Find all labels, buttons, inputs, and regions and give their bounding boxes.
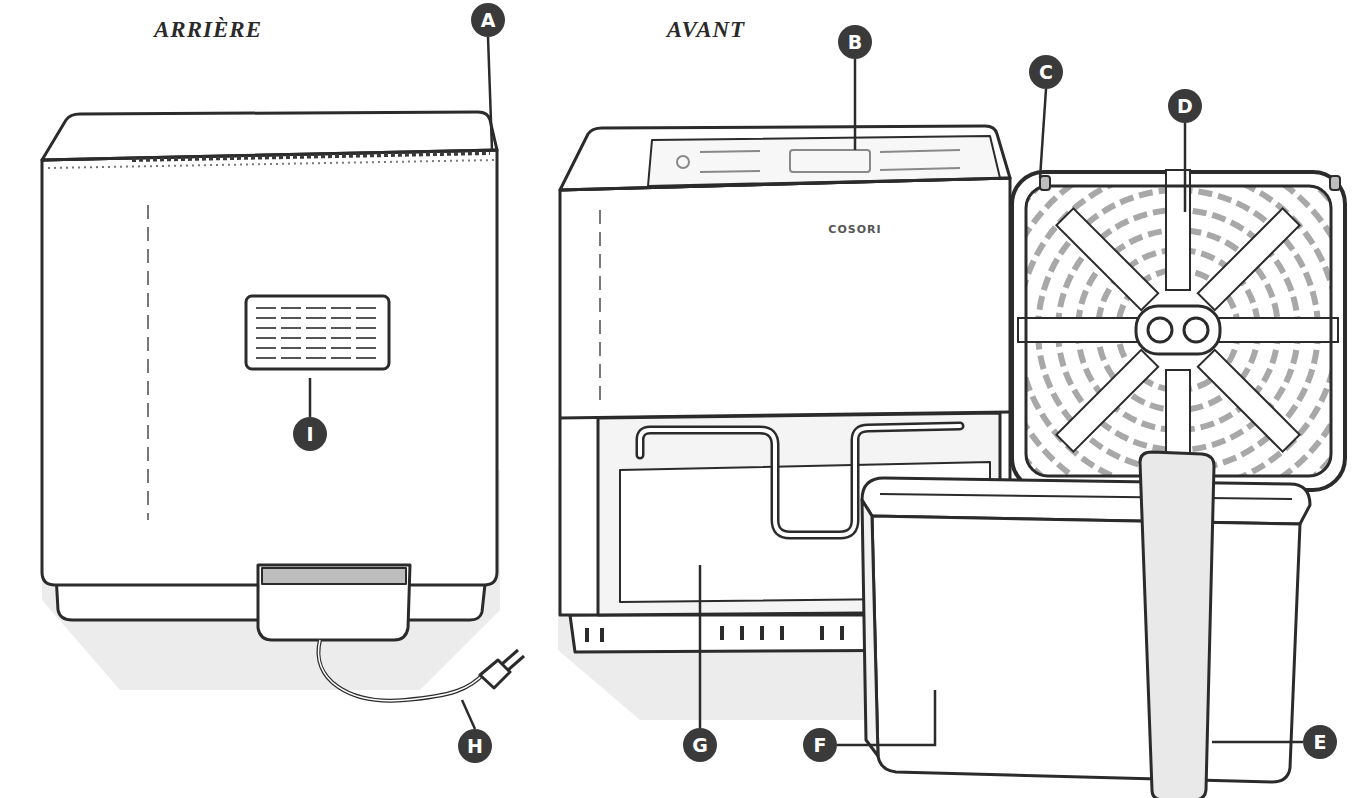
- plate-perforation: [1026, 186, 1331, 476]
- leader-lines: [309, 378, 312, 417]
- leader-lines: [854, 59, 857, 150]
- leader-lines: [1184, 123, 1187, 212]
- back-top: [42, 112, 497, 160]
- base-slots: [760, 626, 764, 640]
- vent-slots: [256, 308, 380, 358]
- basket-side: [862, 500, 878, 756]
- panel-edge: [560, 178, 1010, 190]
- plate-spokes: [1166, 170, 1190, 290]
- basket-inner: [880, 494, 1292, 499]
- callout-letter: G: [683, 728, 717, 762]
- plate-perforation: [1026, 186, 1331, 476]
- top-vent-dots: [48, 160, 495, 168]
- base-slots: [780, 626, 784, 640]
- power-cord-inner: [318, 640, 485, 701]
- plate-spokes: [1218, 318, 1338, 342]
- plug-grip: [262, 568, 406, 584]
- crisper-plate: [1026, 186, 1331, 476]
- leader-lines: [699, 565, 702, 728]
- vent-slots: [256, 347, 380, 349]
- panel-display: [677, 150, 960, 172]
- base-slots: [585, 628, 589, 642]
- leader-lines: [488, 37, 492, 150]
- callout-letter: A: [471, 3, 505, 37]
- back-edge: [42, 150, 497, 160]
- basket-handle: [1140, 452, 1214, 798]
- base-slots: [600, 628, 604, 642]
- back-body: [42, 150, 497, 585]
- plate-spokes: [1198, 350, 1300, 452]
- plate-spokes: [1018, 318, 1138, 342]
- crisper-plate: [1040, 176, 1050, 190]
- leader-lines: [310, 37, 1303, 745]
- panel-display: [880, 150, 960, 152]
- leader-lines: [462, 700, 475, 729]
- callout-letter: F: [803, 728, 837, 762]
- vent-slots: [256, 307, 380, 309]
- crisper-plate: [1184, 318, 1208, 342]
- panel-display: [790, 150, 870, 172]
- callout-letter: H: [458, 729, 492, 763]
- base-slots: [820, 626, 824, 640]
- brand-name: COSORI: [828, 223, 881, 236]
- vent-slots: [256, 327, 380, 329]
- leader-lines: [1212, 741, 1303, 744]
- plate-spokes: [1018, 170, 1338, 490]
- front-top: [560, 126, 1010, 190]
- base-slots: [720, 626, 724, 640]
- vent-slots: [256, 357, 380, 359]
- base-slots: [585, 626, 844, 642]
- top-vent-holes: [132, 153, 490, 160]
- vent-slots: [256, 317, 380, 319]
- leader-lines: [837, 690, 935, 745]
- view-heading: AVANT: [667, 17, 745, 43]
- plate-perforation: [1026, 186, 1331, 476]
- crisper-plate: [1148, 318, 1172, 342]
- callout-letter: B: [838, 25, 872, 59]
- callout-letter: C: [1029, 55, 1063, 89]
- leader-lines: [1040, 89, 1046, 178]
- back-unit: [42, 112, 524, 701]
- view-heading: ARRIÈRE: [154, 17, 262, 43]
- crisper-plate: [1136, 306, 1220, 354]
- power-plug: [480, 660, 510, 688]
- rear-vent: [246, 296, 389, 369]
- plate-spokes: [1198, 208, 1300, 310]
- base-slots: [840, 626, 844, 640]
- top-vent-holes: [132, 153, 490, 160]
- panel-display: [677, 156, 689, 168]
- top-vent-dots: [48, 160, 495, 168]
- plate-spokes: [1056, 208, 1158, 310]
- crisper-plate: [1330, 176, 1340, 190]
- plate-perforation: [1026, 186, 1331, 476]
- vent-slots: [256, 337, 380, 339]
- side-seam: [599, 210, 601, 400]
- callout-letter: E: [1303, 725, 1337, 759]
- callout-letter: D: [1168, 89, 1202, 123]
- power-cord: [318, 640, 485, 701]
- plate-spokes: [1056, 350, 1158, 452]
- panel-display: [700, 151, 760, 152]
- panel-display: [880, 168, 960, 170]
- plug-housing: [258, 565, 410, 640]
- side-seam: [147, 205, 149, 520]
- panel-display: [700, 171, 760, 172]
- callout-letter: I: [293, 417, 327, 451]
- base-slots: [740, 626, 744, 640]
- plug-pin: [508, 656, 524, 670]
